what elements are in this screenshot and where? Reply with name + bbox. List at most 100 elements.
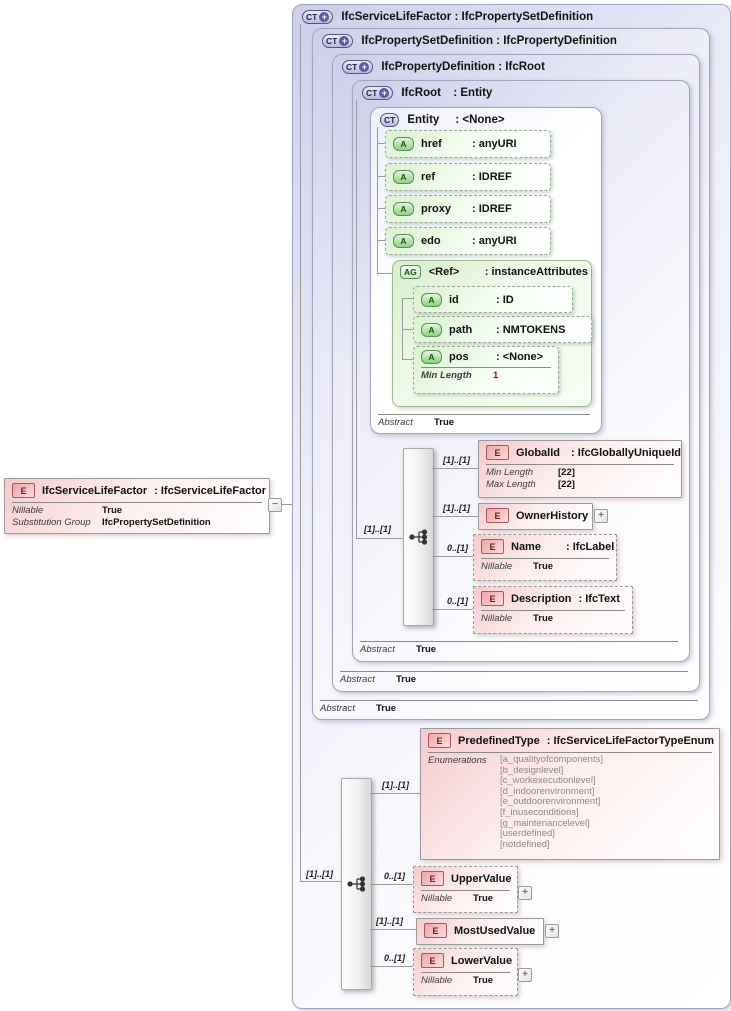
expand-button-mostusedvalue[interactable]: + bbox=[545, 924, 559, 938]
complex-type-icon[interactable]: CT+ bbox=[322, 34, 354, 48]
expand-icon[interactable]: + bbox=[379, 88, 390, 98]
connector-line bbox=[402, 359, 413, 360]
element-ownerhistory: E OwnerHistory bbox=[478, 503, 593, 530]
expand-button-ownerhistory[interactable]: + bbox=[594, 509, 608, 523]
sequence-icon bbox=[346, 876, 365, 892]
complex-type-icon[interactable]: CT+ bbox=[362, 86, 394, 100]
sequence-indicator-ifcservicelifefactor bbox=[341, 778, 372, 990]
attribute-icon: A bbox=[393, 202, 414, 216]
expand-button-uppervalue[interactable]: + bbox=[518, 886, 532, 900]
attribute-icon: A bbox=[421, 350, 442, 364]
element-header: E Description : IfcText bbox=[474, 587, 632, 610]
element-mostusedvalue: E MostUsedValue bbox=[416, 918, 544, 945]
sequence-icon bbox=[408, 529, 427, 545]
complex-type-icon[interactable]: CT bbox=[380, 113, 400, 127]
attribute-group-icon: AG bbox=[400, 265, 421, 279]
ag-header: AG <Ref>: instanceAttributes bbox=[393, 261, 591, 279]
connector-line bbox=[402, 298, 413, 299]
attribute-icon: A bbox=[393, 170, 414, 184]
element-icon: E bbox=[481, 539, 504, 554]
box-title: IfcPropertyDefinition : IfcRoot bbox=[381, 61, 545, 73]
ct-header-ifcpropertydefinition: CT+ IfcPropertyDefinition : IfcRoot bbox=[333, 55, 699, 74]
connector-line bbox=[281, 504, 292, 505]
expand-icon[interactable]: + bbox=[339, 36, 350, 46]
cardinality-label: [1]..[1] bbox=[376, 916, 403, 926]
element-header: E MostUsedValue bbox=[417, 919, 543, 942]
element-header: E UpperValue bbox=[414, 867, 517, 890]
collapse-button-ifcservicelifefactor[interactable]: − bbox=[268, 498, 282, 512]
ct-header-ifcpropertysetdefinition: CT+ IfcPropertySetDefinition : IfcProper… bbox=[313, 29, 709, 48]
complex-type-icon[interactable]: CT+ bbox=[302, 10, 334, 24]
global-element-ifcservicelifefactor: E IfcServiceLifeFactor : IfcServiceLifeF… bbox=[4, 478, 270, 534]
enumeration-list: [a_qualityofcomponents] [b_designlevel] … bbox=[500, 754, 603, 850]
box-title: IfcPropertySetDefinition : IfcPropertyDe… bbox=[361, 35, 617, 47]
connector-line bbox=[370, 966, 413, 967]
cardinality-label: 0..[1] bbox=[447, 543, 469, 553]
complex-type-icon[interactable]: CT+ bbox=[342, 60, 374, 74]
cardinality-label: [1]..[1] bbox=[364, 524, 391, 534]
element-icon: E bbox=[486, 508, 509, 523]
element-icon: E bbox=[424, 923, 447, 938]
connector-line bbox=[432, 556, 473, 557]
ct-header-ifcservicelifefactor: CT+ IfcServiceLifeFactor : IfcPropertySe… bbox=[293, 5, 730, 24]
expand-button-lowervalue[interactable]: + bbox=[518, 968, 532, 982]
element-icon: E bbox=[12, 483, 35, 498]
cardinality-label: [1]..[1] bbox=[306, 869, 333, 879]
box-title: Entity: <None> bbox=[407, 114, 505, 126]
element-globalid: E GlobalId : IfcGloballyUniqueId Min Len… bbox=[478, 440, 682, 498]
element-facts: Enumerations [a_qualityofcomponents] [b_… bbox=[428, 752, 712, 853]
cardinality-label: 0..[1] bbox=[384, 953, 406, 963]
element-icon: E bbox=[421, 871, 444, 886]
attr-id: A id : ID bbox=[413, 286, 573, 313]
connector-line bbox=[377, 127, 378, 273]
cardinality-label: 0..[1] bbox=[384, 871, 406, 881]
attr-href: A href : anyURI bbox=[385, 130, 551, 158]
element-icon: E bbox=[428, 733, 451, 748]
cardinality-label: [1]..[1] bbox=[443, 503, 470, 513]
connector-line bbox=[300, 24, 301, 881]
connector-line bbox=[432, 516, 478, 517]
element-header: E Name : IfcLabel bbox=[474, 535, 616, 558]
element-facts: Min Length[22] Max Length[22] bbox=[486, 464, 674, 493]
attr-pos-facts: Min Length 1 bbox=[421, 367, 551, 385]
box-title: IfcServiceLifeFactor : IfcPropertySetDef… bbox=[341, 11, 594, 23]
element-header: E OwnerHistory bbox=[479, 504, 592, 527]
connector-line bbox=[300, 881, 341, 882]
connector-line bbox=[402, 329, 413, 330]
expand-icon[interactable]: + bbox=[319, 12, 330, 22]
element-icon: E bbox=[486, 445, 509, 460]
connector-line bbox=[377, 273, 392, 274]
attribute-icon: A bbox=[421, 322, 442, 337]
attr-path: A path : NMTOKENS bbox=[413, 316, 592, 343]
attribute-icon: A bbox=[393, 234, 414, 248]
connector-line bbox=[432, 468, 478, 469]
attr-ref: A ref : IDREF bbox=[385, 163, 551, 191]
connector-line bbox=[377, 176, 385, 177]
connector-line bbox=[432, 609, 473, 610]
element-predefinedtype: E PredefinedType : IfcServiceLifeFactorT… bbox=[420, 728, 720, 860]
element-icon: E bbox=[421, 953, 444, 968]
box-title: <Ref>: instanceAttributes bbox=[428, 266, 589, 278]
entity-abstract-row: Abstract True bbox=[378, 414, 590, 428]
attr-pos-title: A pos : <None> bbox=[414, 347, 558, 367]
cardinality-label: 0..[1] bbox=[447, 596, 469, 606]
element-icon: E bbox=[481, 591, 504, 606]
connector-line bbox=[377, 240, 385, 241]
attr-pos: A pos : <None> Min Length 1 bbox=[413, 346, 559, 394]
ifcpropertydefinition-abstract-row: Abstract True bbox=[340, 671, 688, 685]
element-header: E IfcServiceLifeFactor : IfcServiceLifeF… bbox=[5, 479, 269, 502]
cardinality-label: [1]..[1] bbox=[382, 780, 409, 790]
connector-line bbox=[377, 208, 385, 209]
expand-icon[interactable]: + bbox=[359, 62, 370, 72]
cardinality-label: [1]..[1] bbox=[443, 455, 470, 465]
connector-line bbox=[402, 298, 403, 359]
connector-line bbox=[356, 100, 357, 538]
attr-edo: A edo : anyURI bbox=[385, 227, 551, 255]
sequence-indicator-ifcroot bbox=[403, 448, 434, 626]
